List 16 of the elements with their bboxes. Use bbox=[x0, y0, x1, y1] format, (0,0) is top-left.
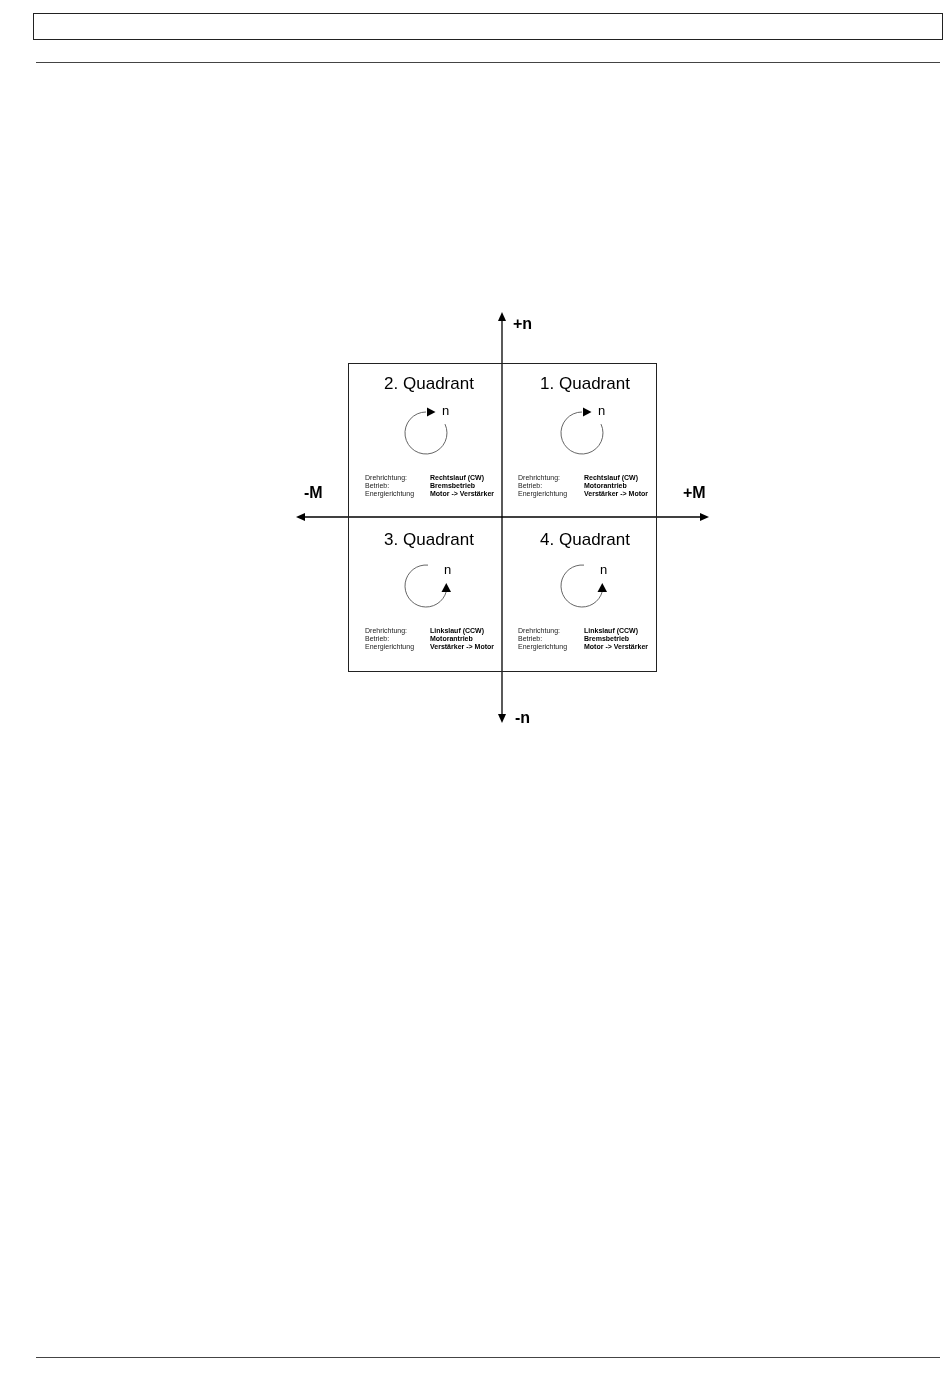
axis-label: -M bbox=[304, 485, 323, 501]
speed-symbol: n bbox=[598, 404, 606, 417]
quadrant-title: 2. Quadrant bbox=[384, 375, 474, 393]
quadrant-box bbox=[502, 517, 657, 672]
quadrant-title: 3. Quadrant bbox=[384, 531, 474, 549]
speed-symbol: n bbox=[444, 563, 452, 576]
quadrant-box bbox=[348, 517, 502, 672]
axis-label: -n bbox=[515, 710, 531, 726]
speed-symbol: n bbox=[442, 404, 450, 417]
quadrant-box bbox=[502, 363, 657, 517]
quadrant-box bbox=[348, 363, 502, 517]
axis-label: +n bbox=[513, 316, 533, 332]
quadrant-title: 4. Quadrant bbox=[540, 531, 630, 549]
axis-label: +M bbox=[683, 485, 706, 501]
speed-symbol: n bbox=[600, 563, 608, 576]
quadrant-title: 1. Quadrant bbox=[540, 375, 630, 393]
